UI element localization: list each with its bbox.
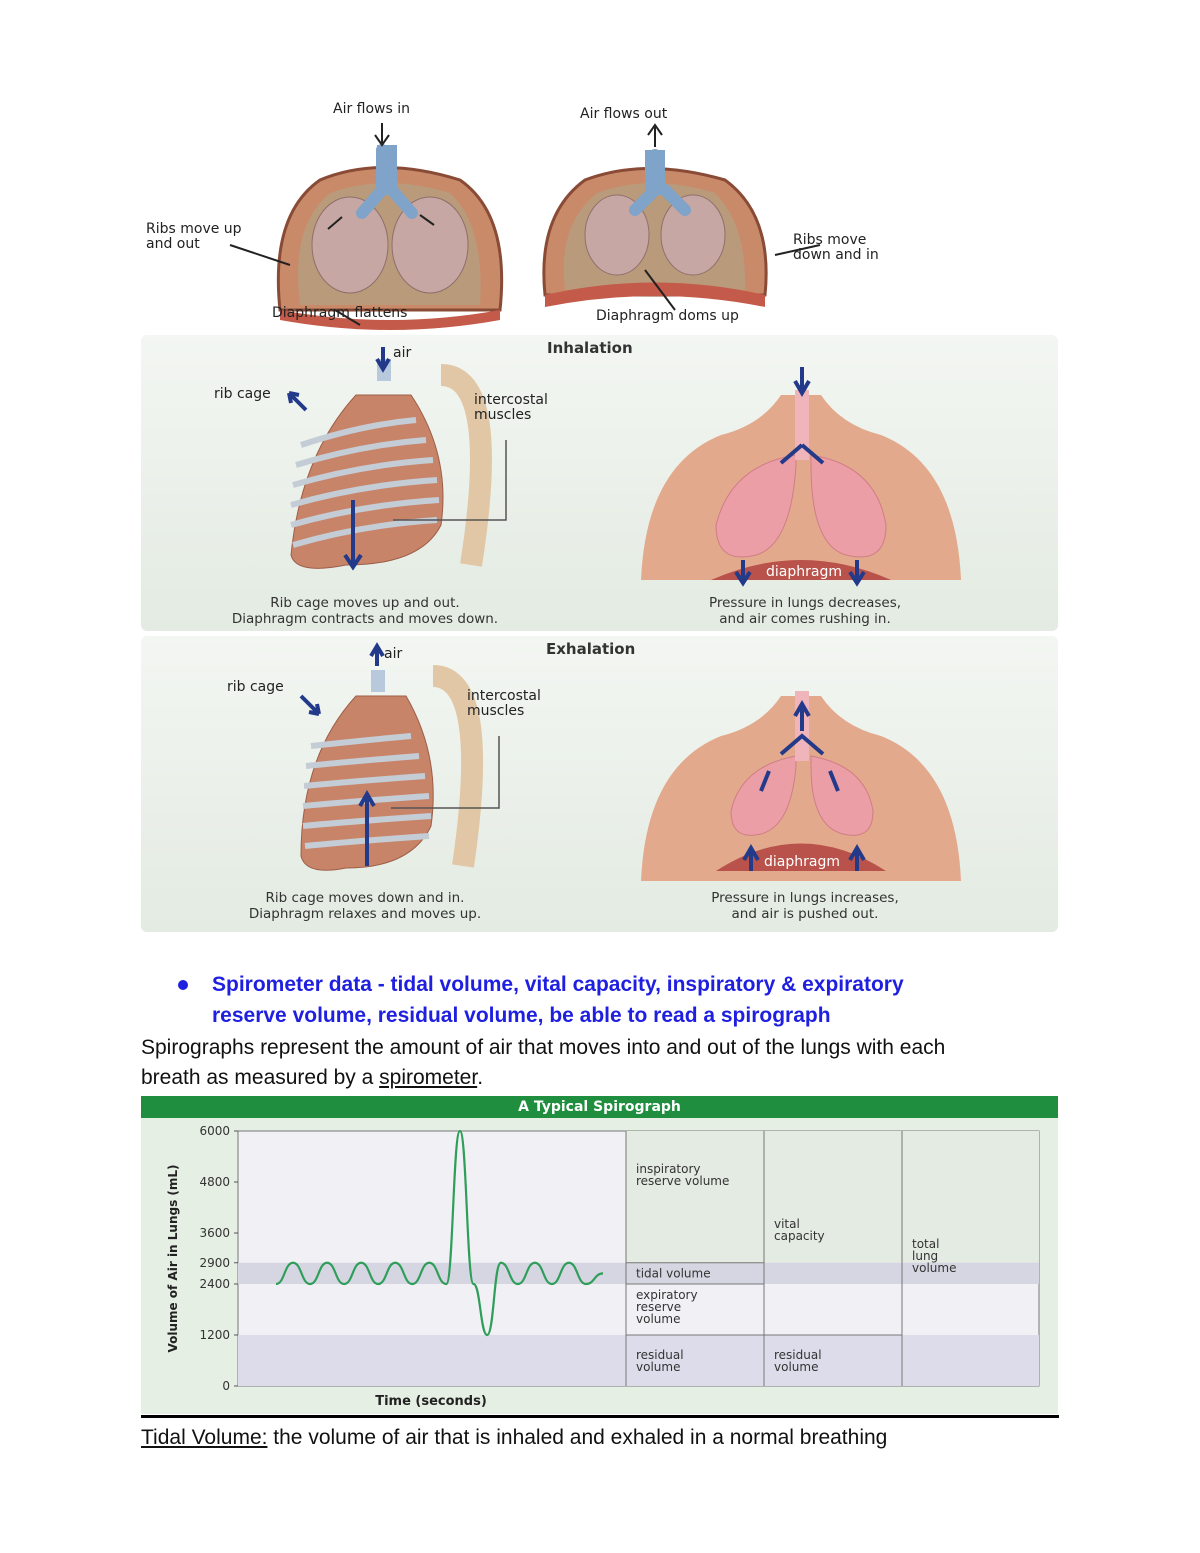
- spirometer-term: spirometer: [379, 1066, 478, 1089]
- bullet-heading-line1: Spirometer data - tidal volume, vital ca…: [212, 973, 904, 996]
- inhalation-diaphragm-label: diaphragm: [766, 564, 842, 580]
- exhalation-diaphragm-label: diaphragm: [764, 854, 840, 870]
- section-divider: [141, 1415, 1059, 1418]
- inhalation-left-caption: Rib cage moves up and out. Diaphragm con…: [231, 595, 499, 627]
- exhalation-illustration: [299, 642, 961, 881]
- y-tick-label-5: 4800: [199, 1175, 230, 1189]
- spirograph-figure: A Typical Spirograph 0 1200 2400 2900 3600 48…: [141, 1096, 1058, 1414]
- exhalation-right-caption: Pressure in lungs increases, and air is …: [711, 890, 899, 922]
- exhalation-rib-cage-label: rib cage: [227, 679, 284, 695]
- thorax-cross-section-illustration: [229, 123, 821, 330]
- paragraph-line2-suffix: .: [477, 1066, 484, 1089]
- y-tick-label-6: 6000: [199, 1124, 230, 1138]
- x-axis-label: Time (seconds): [375, 1394, 487, 1409]
- y-tick-label-3: 2900: [199, 1256, 230, 1270]
- y-tick-label-0: 0: [222, 1379, 230, 1393]
- label-diaphragm-domes: Diaphragm doms up: [596, 308, 739, 324]
- y-tick-label-1: 1200: [199, 1328, 230, 1342]
- paragraph-line1: Spirographs represent the amount of air …: [141, 1036, 946, 1059]
- inhalation-title: Inhalation: [547, 339, 633, 357]
- label-air-flows-in: Air flows in: [333, 101, 411, 117]
- label-air-flows-out: Air flows out: [580, 106, 668, 122]
- inhalation-rib-cage-label: rib cage: [214, 386, 271, 402]
- tidal-band-table: [626, 1262, 1039, 1284]
- inhalation-right-caption: Pressure in lungs decreases, and air com…: [708, 595, 902, 627]
- inhalation-air-label: air: [393, 345, 412, 361]
- y-tick-label-2: 2400: [199, 1277, 230, 1291]
- spirograph-title: A Typical Spirograph: [141, 1096, 1058, 1118]
- bullet-heading-line2: reserve volume, residual volume, be able…: [212, 1004, 831, 1027]
- label-ribs-move-down: Ribs move down and in: [793, 232, 879, 263]
- y-tick-label-4: 3600: [199, 1226, 230, 1240]
- exhalation-left-caption: Rib cage moves down and in. Diaphragm re…: [248, 890, 482, 922]
- thorax-cross-section-diagram: [130, 95, 1070, 335]
- inhalation-illustration: [287, 347, 961, 587]
- tidal-volume-term: Tidal Volume:: [141, 1426, 268, 1449]
- inspiratory-band: [626, 1131, 1039, 1263]
- inhalation-intercostal-label: intercostal muscles: [474, 392, 548, 423]
- residual-band-table: [626, 1335, 1039, 1386]
- label-ribs-move-up: Ribs move up and out: [146, 221, 242, 252]
- tidal-volume-text: the volume of air that is inhaled and ex…: [267, 1426, 888, 1449]
- paragraph-line2: breath as measured by a spirometer.: [141, 1062, 483, 1093]
- bullet-dot: [178, 980, 188, 990]
- exhalation-intercostal-label: intercostal muscles: [467, 688, 541, 719]
- table-tidal-volume: tidal volume: [636, 1266, 711, 1280]
- paragraph-line2-prefix: breath as measured by a: [141, 1066, 380, 1089]
- y-axis-label: Volume of Air in Lungs (mL): [166, 1164, 180, 1352]
- residual-band-plot: [238, 1335, 626, 1386]
- label-diaphragm-flattens: Diaphragm flattens: [272, 305, 408, 321]
- spirograph-trace: [275, 1129, 604, 1337]
- exhalation-title: Exhalation: [546, 640, 636, 658]
- exhalation-air-label: air: [384, 646, 403, 662]
- tidal-volume-definition: Tidal Volume: the volume of air that is …: [141, 1422, 887, 1453]
